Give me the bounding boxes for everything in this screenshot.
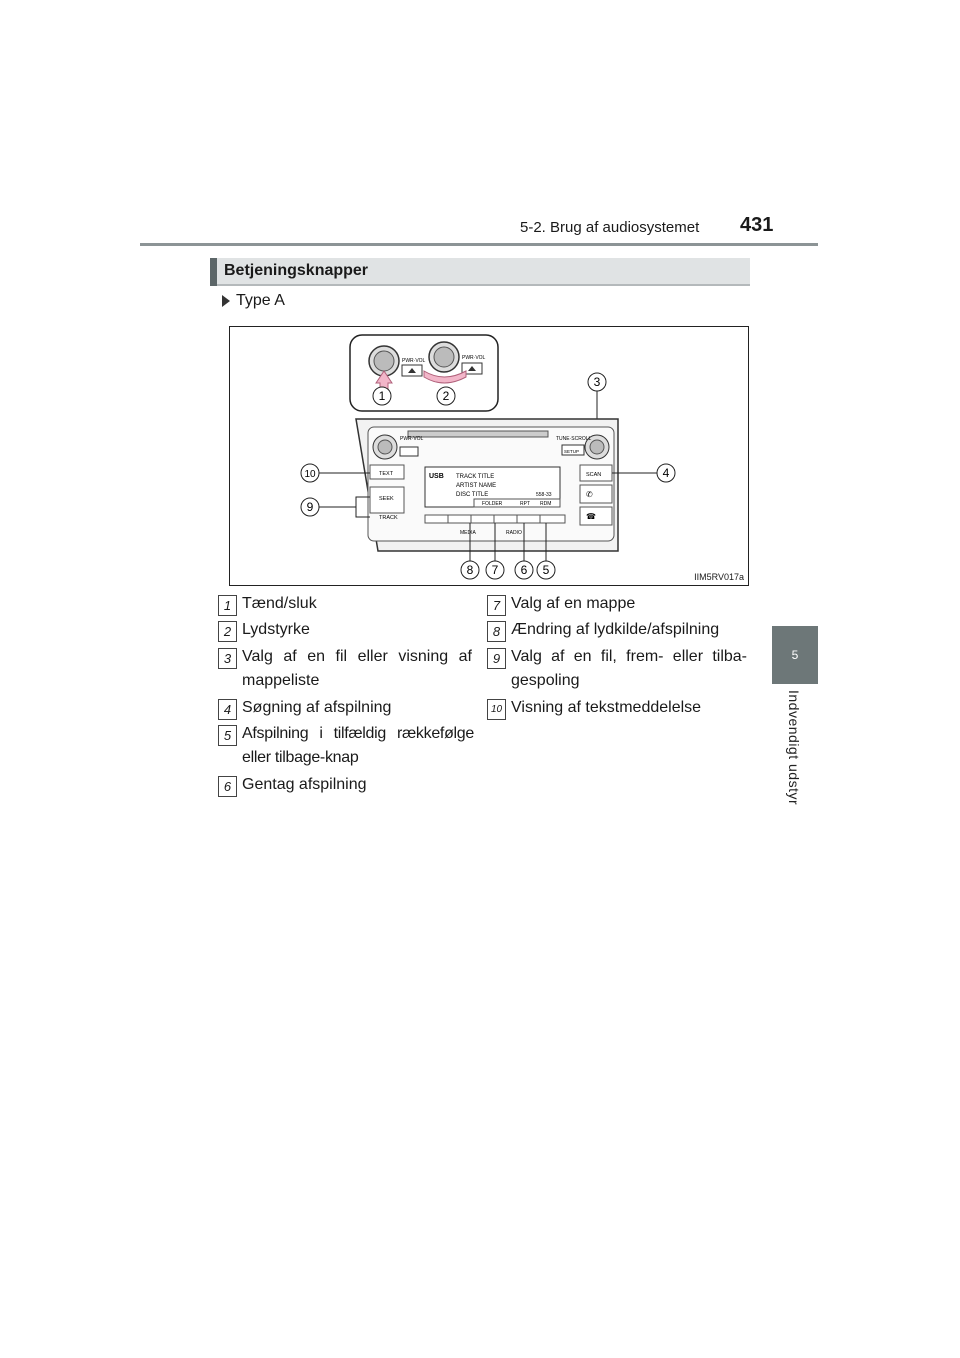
inset-pwr-vol-label-1: PWR·VOL xyxy=(402,358,426,364)
display-time: 558-33 xyxy=(536,492,552,498)
legend-item: 2 Lydstyrke xyxy=(218,618,473,642)
leader-9 xyxy=(319,496,370,518)
legend-item: 4 Søgning af afspilning xyxy=(218,696,473,720)
legend-number: 10 xyxy=(487,699,506,720)
svg-text:10: 10 xyxy=(304,469,316,480)
type-label: Type A xyxy=(222,292,285,310)
inset-power-knob xyxy=(368,345,423,377)
svg-text:9: 9 xyxy=(307,500,314,514)
legend-text: Søgning af afspilning xyxy=(242,699,392,716)
press-arrow-icon xyxy=(375,370,393,390)
callout-10: 10 xyxy=(300,463,320,483)
legend-text: Valg af en fil, frem- eller tilba-gespol… xyxy=(511,648,747,689)
panel-track-label: TRACK xyxy=(379,515,398,521)
legend-number: 6 xyxy=(218,776,237,797)
panel-pwr-vol-label: PWR·VOL xyxy=(400,436,424,442)
legend-number: 8 xyxy=(487,621,506,642)
legend-item: 6 Gentag afspilning xyxy=(218,773,473,797)
legend-number: 1 xyxy=(218,595,237,616)
display-track-title: TRACK TITLE xyxy=(456,474,494,480)
legend-number: 7 xyxy=(487,595,506,616)
phone-hangup-icon: ☎ xyxy=(586,512,596,521)
legend-number: 9 xyxy=(487,648,506,669)
page-number: 431 xyxy=(740,214,774,236)
svg-text:8: 8 xyxy=(467,563,474,577)
legend-item: 3 Valg af en fil eller visning af mappel… xyxy=(218,645,473,693)
svg-text:2: 2 xyxy=(443,389,450,403)
legend-item: 9 Valg af en fil, frem- eller tilba-gesp… xyxy=(487,645,749,693)
header-rule xyxy=(140,243,818,246)
panel-radio-label: RADIO xyxy=(506,530,522,536)
inset-pwr-vol-label-2: PWR·VOL xyxy=(462,355,486,361)
panel-media-label: MEDIA xyxy=(460,530,477,536)
legend-text: Afspilning i tilfældig rækkefølge eller … xyxy=(242,725,474,766)
legend-text: Valg af en mappe xyxy=(511,595,636,612)
running-header-section: 5-2. Brug af audiosystemet xyxy=(520,219,700,236)
panel-seek-label: SEEK xyxy=(379,496,394,502)
display-rdm: RDM xyxy=(540,501,551,507)
phone-pickup-icon: ✆ xyxy=(586,490,593,499)
inset-volume-knob xyxy=(428,341,483,375)
legend-text: Tænd/sluk xyxy=(242,595,317,612)
callout-3: 3 xyxy=(587,372,607,392)
svg-text:1: 1 xyxy=(379,389,386,403)
svg-text:4: 4 xyxy=(663,466,670,480)
legend-text: Visning af tekstmeddelelse xyxy=(511,699,702,716)
figure-code: IIM5RV017a xyxy=(694,572,744,582)
legend-item: 10 Visning af tekstmeddelelse xyxy=(487,696,749,720)
legend-item: 8 Ændring af lydkilde/afspilning xyxy=(487,618,749,642)
panel-scan-label: SCAN xyxy=(586,472,601,478)
svg-text:6: 6 xyxy=(521,563,528,577)
chapter-tab: 5 xyxy=(772,626,818,684)
legend-text: Ændring af lydkilde/afspilning xyxy=(511,621,720,638)
panel-tune-scroll-label: TUNE·SCROLL xyxy=(556,436,592,442)
section-heading: Betjeningsknapper xyxy=(210,258,750,286)
audio-panel xyxy=(355,418,619,552)
callout-5: 5 xyxy=(536,560,556,580)
type-label-text: Type A xyxy=(236,292,285,309)
callout-9: 9 xyxy=(300,497,320,517)
rotate-arrow-icon xyxy=(423,370,467,384)
panel-setup-label: SETUP xyxy=(564,449,579,454)
legend-text: Valg af en fil eller visning af mappelis… xyxy=(242,648,472,689)
audio-panel-figure: PWR·VOL PWR·VOL 1 2 3 xyxy=(229,326,749,586)
section-heading-text: Betjeningsknapper xyxy=(224,262,369,279)
legend-number: 4 xyxy=(218,699,237,720)
svg-text:7: 7 xyxy=(492,563,499,577)
svg-text:5: 5 xyxy=(543,563,550,577)
triangle-bullet-icon xyxy=(222,294,230,307)
callout-7: 7 xyxy=(485,560,505,580)
callout-2: 2 xyxy=(436,386,456,406)
legend-number: 5 xyxy=(218,725,237,746)
callout-8: 8 xyxy=(460,560,480,580)
panel-text-label: TEXT xyxy=(379,471,394,477)
callout-1: 1 xyxy=(372,386,392,406)
heading-accent-bar xyxy=(210,258,217,286)
legend-text: Lydstyrke xyxy=(242,621,310,638)
chapter-title: Indvendigt udstyr xyxy=(786,690,802,806)
legend-number: 3 xyxy=(218,648,237,669)
audio-panel-illustration: PWR·VOL PWR·VOL 1 2 3 xyxy=(300,334,676,580)
legend-item: 7 Valg af en mappe xyxy=(487,592,749,616)
legend-text: Gentag afspilning xyxy=(242,776,367,793)
callout-4: 4 xyxy=(656,463,676,483)
svg-text:3: 3 xyxy=(594,375,601,389)
legend-item: 5 Afspilning i tilfældig rækkefølge elle… xyxy=(218,722,474,770)
display-disc-title: DISC TITLE xyxy=(456,492,488,498)
display-folder: FOLDER xyxy=(482,501,503,507)
legend-item: 1 Tænd/sluk xyxy=(218,592,473,616)
legend-number: 2 xyxy=(218,621,237,642)
display-rpt: RPT xyxy=(520,501,530,507)
display-artist-name: ARTIST NAME xyxy=(456,483,496,489)
callout-6: 6 xyxy=(514,560,534,580)
display-usb: USB xyxy=(429,473,444,480)
